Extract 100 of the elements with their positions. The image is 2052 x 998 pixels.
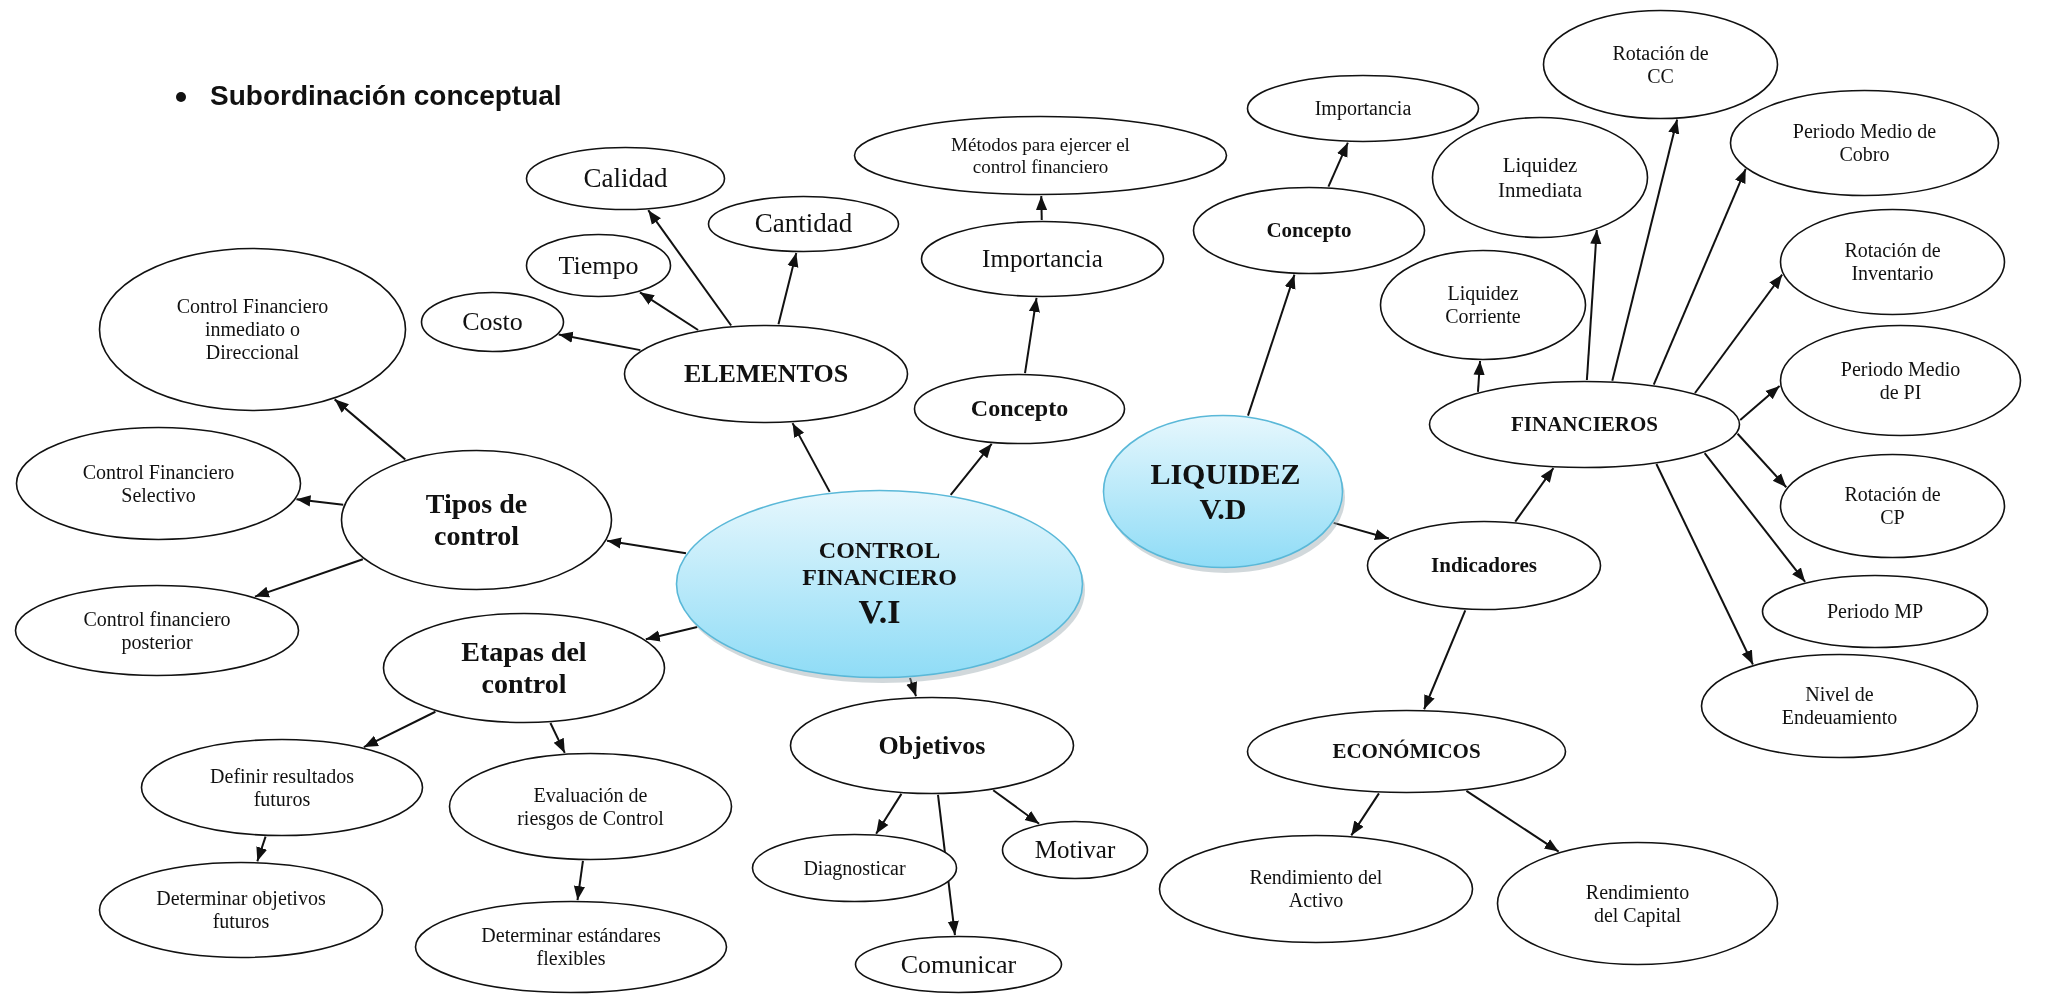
- ellipse-node: [1542, 9, 1779, 120]
- node-label: Métodos para ejercer el control financiero: [950, 133, 1131, 178]
- node-label: Tiempo: [557, 250, 640, 281]
- ellipse-node: [853, 115, 1228, 196]
- arrow: [573, 859, 585, 902]
- arrow: [791, 422, 831, 493]
- ellipse-node: [707, 195, 900, 253]
- node-label: Evaluación de riesgos de Control: [516, 783, 665, 830]
- arrow: [1703, 452, 1807, 583]
- arrow: [1035, 195, 1048, 221]
- arrow: [1736, 432, 1788, 489]
- arrow: [1611, 118, 1680, 382]
- ellipse-node: [1761, 574, 1989, 649]
- arrow: [1423, 609, 1467, 711]
- ellipse-node: [15, 426, 302, 541]
- ellipse-node: [525, 233, 672, 298]
- ellipse-node: [1428, 380, 1741, 469]
- arrow: [295, 495, 345, 507]
- arrow: [777, 251, 799, 326]
- node-label: Liquidez Inmediata: [1497, 153, 1583, 202]
- node-label: Definir resultados futuros: [209, 764, 355, 811]
- ellipse-node: [1431, 116, 1649, 239]
- node-label: Rotación de Inventario: [1843, 239, 1942, 285]
- arrow: [647, 209, 733, 327]
- node-label: Periodo Medio de PI: [1839, 357, 1962, 404]
- ellipse-node: [1366, 520, 1602, 611]
- arrow: [1465, 789, 1560, 853]
- arrow: [606, 537, 687, 555]
- node-label: Concepto: [1265, 218, 1353, 243]
- arrow: [1350, 792, 1380, 837]
- ellipse-node: [751, 833, 958, 903]
- ellipse-node: [1700, 653, 1979, 759]
- ellipse-node: [1158, 834, 1474, 944]
- node-label: Rendimiento del Capital: [1584, 880, 1691, 927]
- arrow: [1652, 167, 1747, 386]
- node-label: Importancia: [981, 244, 1104, 274]
- arrow: [638, 291, 700, 331]
- ellipse-node: [789, 696, 1075, 795]
- node-label: Determinar estándares flexibles: [480, 924, 662, 970]
- arrow: [875, 792, 903, 835]
- node-label: Motivar: [1033, 835, 1117, 865]
- ellipse-node: [1496, 841, 1779, 966]
- node-label: Comunicar: [899, 949, 1018, 980]
- arrow: [549, 722, 566, 754]
- node-label: Control Financiero Selectivo: [81, 460, 236, 507]
- node-label: Diagnosticar: [802, 856, 907, 880]
- ellipse-node: [1779, 208, 2006, 316]
- node-label: Control Financiero inmediato o Direccional: [175, 295, 330, 364]
- ellipse-node: [1779, 324, 2022, 437]
- ellipse-node: [420, 291, 565, 353]
- node-label: Importancia: [1313, 97, 1413, 120]
- arrow: [1694, 273, 1784, 394]
- node-label: FINANCIEROS: [1509, 412, 1659, 437]
- node-label: Etapas del control: [460, 635, 588, 701]
- arrow: [1247, 273, 1296, 417]
- ellipse-node: [623, 324, 909, 424]
- title: Subordinación conceptual: [210, 80, 562, 112]
- arrow: [253, 558, 364, 598]
- node-label: Tipos de control: [424, 487, 529, 553]
- ellipse-node: [382, 612, 666, 724]
- node-label: Costo: [461, 307, 524, 337]
- node-label: Rendimiento del Activo: [1248, 866, 1384, 912]
- ellipse-node: [340, 449, 613, 591]
- ellipse-node: [98, 247, 407, 412]
- node-label: ELEMENTOS: [682, 359, 850, 389]
- arrow: [906, 676, 917, 698]
- arrow: [1739, 384, 1781, 422]
- ellipse-node: [1729, 89, 2000, 197]
- arrow: [1585, 229, 1602, 381]
- arrow: [1514, 467, 1555, 523]
- node-label: Control financiero posterior: [82, 607, 232, 654]
- node-label: Calidad: [582, 162, 669, 194]
- node-label: Periodo MP: [1825, 600, 1925, 623]
- ellipse-node: [525, 146, 726, 211]
- arrow: [1332, 521, 1390, 541]
- ellipse-node: [1246, 709, 1567, 794]
- ellipse-node: [920, 220, 1165, 298]
- arrow: [1327, 141, 1349, 188]
- node-label: Indicadores: [1430, 553, 1538, 578]
- node-label: Rotación de CC: [1611, 41, 1710, 88]
- ellipse-node: [1379, 249, 1587, 361]
- arrow: [949, 442, 993, 496]
- ellipse-node: [1246, 74, 1480, 143]
- node-label: Nivel de Endeuamiento: [1780, 683, 1899, 729]
- node-label: Periodo Medio de Cobro: [1791, 120, 1938, 166]
- ellipse-node: [448, 752, 733, 861]
- arrow: [333, 398, 407, 461]
- node-label: Rotación de CP: [1843, 483, 1942, 529]
- ellipse-node: [1192, 186, 1426, 275]
- node-label: ECONÓMICOS: [1331, 739, 1482, 764]
- arrow: [557, 331, 642, 352]
- node-label: Concepto: [969, 395, 1070, 423]
- arrow: [256, 835, 268, 863]
- node-label: Liquidez Corriente: [1444, 282, 1522, 328]
- node-label: Objetivos: [877, 730, 987, 761]
- ellipse-node: [1001, 820, 1149, 880]
- arrow: [1473, 360, 1485, 393]
- ellipse-node: [414, 900, 728, 994]
- ellipse-node: [854, 935, 1063, 994]
- ellipse-node: [1779, 453, 2006, 559]
